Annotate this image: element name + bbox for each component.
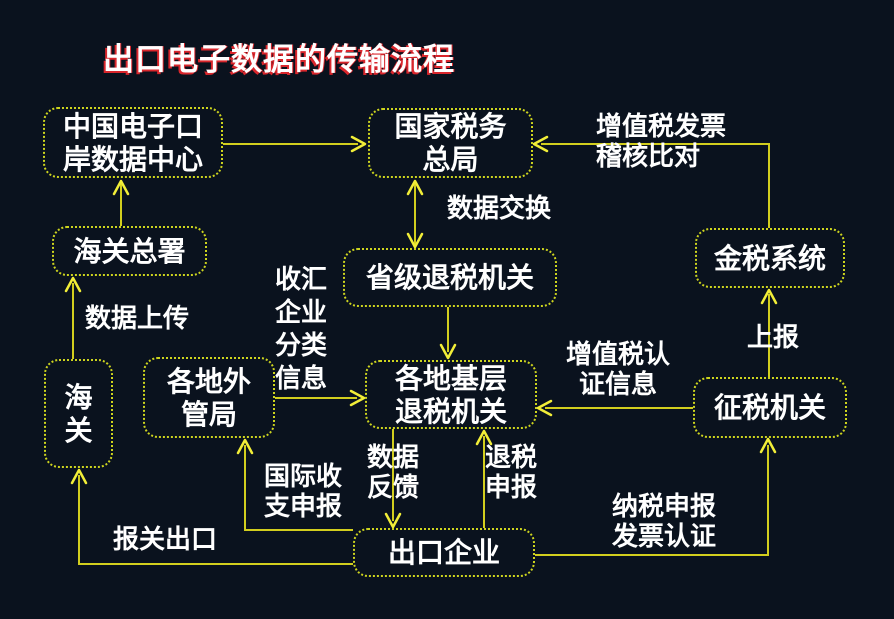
node-golden-tax-system: 金税系统 bbox=[695, 228, 845, 288]
edge-label-data-exchange: 数据交换 bbox=[447, 194, 552, 224]
edge-label-vat-invoice-audit: 增值税发票 稽核比对 bbox=[596, 112, 727, 172]
edge-label-vat-certification: 增值税认 证信息 bbox=[565, 340, 670, 400]
node-customs: 海 关 bbox=[44, 359, 113, 468]
node-provincial-refund-authority: 省级退税机关 bbox=[343, 248, 557, 307]
edge-label-report-up: 上报 bbox=[747, 323, 800, 353]
diagram-title: 出口电子数据的传输流程 bbox=[103, 42, 455, 78]
edge-label-tax-decl-invoice-cert: 纳税申报 发票认证 bbox=[612, 492, 717, 552]
node-china-eport-data-center: 中国电子口 岸数据中心 bbox=[43, 107, 223, 178]
edge-label-customs-export: 报关出口 bbox=[113, 525, 218, 555]
edge-eport-to-sat bbox=[223, 135, 367, 153]
node-export-enterprise: 出口企业 bbox=[353, 528, 535, 577]
edge-provincial-to-localrefund bbox=[439, 307, 457, 360]
edge-sat-provincial-bidirectional bbox=[406, 179, 424, 249]
edge-taxauthority-to-localrefund bbox=[536, 399, 693, 417]
edge-customs-to-customshq bbox=[64, 276, 82, 359]
edge-customshq-to-eport bbox=[112, 179, 130, 226]
node-customs-general-admin: 海关总署 bbox=[52, 226, 207, 276]
edge-label-intl-payment-decl: 国际收 支申报 bbox=[263, 462, 342, 522]
node-state-taxation-admin: 国家税务 总局 bbox=[368, 108, 533, 178]
node-local-refund-authority: 各地基层 退税机关 bbox=[365, 360, 537, 429]
edge-label-refund-declaration: 退税 申报 bbox=[485, 443, 538, 503]
edge-label-remittance-classify: 收汇 企业 分类 信息 bbox=[274, 265, 327, 394]
edge-label-data-feedback: 数据 反馈 bbox=[367, 443, 420, 503]
node-local-safe-bureau: 各地外 管局 bbox=[143, 357, 275, 438]
node-tax-collection-authority: 征税机关 bbox=[693, 377, 847, 438]
edge-label-data-upload: 数据上传 bbox=[85, 304, 190, 334]
